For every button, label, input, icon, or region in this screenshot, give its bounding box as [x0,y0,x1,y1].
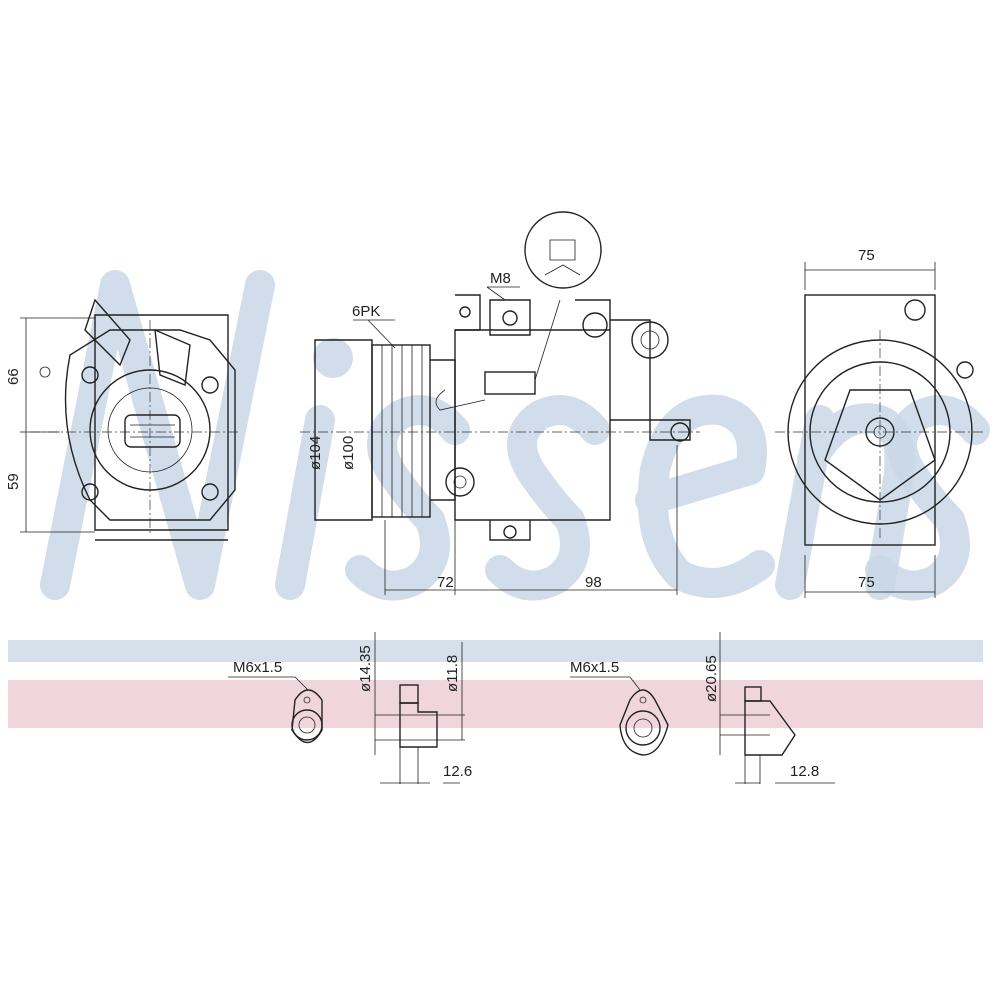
fitting-2-length: 12.8 [790,763,819,780]
fitting-1-length: 12.6 [443,763,472,780]
fitting-2 [570,632,835,784]
fitting-1 [228,632,465,784]
dim-length-b: 98 [585,574,602,591]
dim-bolt: M8 [490,270,511,287]
dim-length-a: 72 [437,574,454,591]
fitting-2-outer-diameter: ø20.65 [703,655,720,702]
dim-pulley-inner: ø100 [340,436,357,470]
rear-view [775,262,985,598]
blue-band [8,640,983,662]
fitting-1-inner-diameter: ø11.8 [444,655,461,692]
dim-pulley-outer: ø104 [307,436,324,470]
dim-rear-top: 75 [858,247,875,264]
dim-front-upper: 66 [5,368,22,385]
dim-rear-bottom: 75 [858,574,875,591]
fitting-2-thread: M6x1.5 [570,659,619,676]
fitting-1-thread: M6x1.5 [233,659,282,676]
side-view [300,211,700,595]
dim-belt: 6PK [352,303,380,320]
pink-band [8,680,983,728]
dim-front-lower: 59 [5,473,22,490]
fitting-1-outer-diameter: ø14.35 [357,645,374,692]
front-view [20,298,240,541]
